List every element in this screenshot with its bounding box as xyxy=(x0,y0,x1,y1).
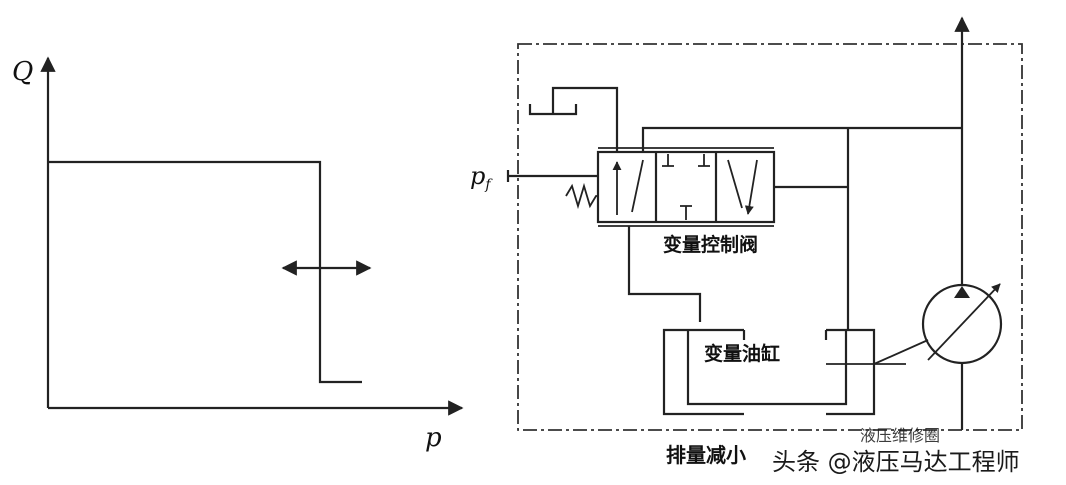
flow-pressure-graph: Q p xyxy=(12,56,464,453)
valve-to-cylinder-line xyxy=(627,226,702,322)
pressure-feedback-line xyxy=(641,126,962,152)
tank-line xyxy=(551,86,619,152)
channel-watermark: 液压维修圈 xyxy=(860,426,940,445)
pump-link xyxy=(873,339,929,365)
valve-label: 变量控制阀 xyxy=(663,233,758,256)
source-watermark: 头条 @液压马达工程师 xyxy=(772,448,1020,476)
characteristic-curve xyxy=(48,160,362,384)
y-axis-label: Q xyxy=(12,57,33,87)
x-axis-label: p xyxy=(425,423,442,453)
variable-control-valve xyxy=(596,147,776,227)
bottom-caption: 排量减小 xyxy=(666,443,746,467)
control-boundary xyxy=(517,43,1023,431)
cylinder-label: 变量油缸 xyxy=(704,342,780,365)
watermark: 液压维修圈 头条 @液压马达工程师 xyxy=(772,426,1020,476)
variable-displacement-cylinder xyxy=(662,328,876,416)
variable-pump-symbol xyxy=(921,283,1003,365)
valve-spring xyxy=(565,182,598,210)
pilot-pressure-label: pf xyxy=(470,162,493,193)
hydraulic-circuit: 变量控制阀 pf 变量油缸 排量减小 xyxy=(470,16,1023,467)
